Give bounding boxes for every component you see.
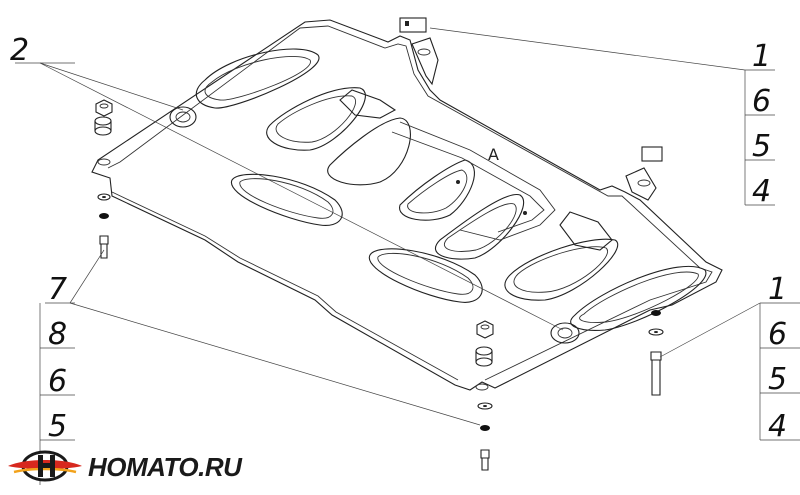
washer-icon xyxy=(648,328,664,336)
callout-top-right-3: 4 xyxy=(752,174,771,209)
washer-icon xyxy=(94,116,112,136)
callout-top-right-0: 1 xyxy=(752,39,771,74)
callout-bottom-right-3: 4 xyxy=(768,409,787,444)
washer-icon xyxy=(97,193,111,201)
callout-bottom-left-0: 7 xyxy=(48,272,67,307)
callout-bottom-left-1: 8 xyxy=(48,317,67,352)
nut-icon xyxy=(95,99,113,117)
plate-marking: A xyxy=(488,145,499,164)
callout-bottom-right-2: 5 xyxy=(768,362,787,397)
plate-slots xyxy=(195,48,707,331)
leader-lines xyxy=(15,27,800,485)
bolt-icon xyxy=(480,449,490,471)
center-fastener-stack xyxy=(475,320,494,471)
callout-top-right-2: 5 xyxy=(752,129,771,164)
logo-text: HOMATO.RU xyxy=(88,452,242,482)
washer-icon xyxy=(480,425,490,431)
left-fastener-stack xyxy=(94,99,113,259)
washer-icon xyxy=(651,310,661,316)
bracket-icon xyxy=(625,146,663,201)
callout-bottom-left-2: 6 xyxy=(48,364,67,399)
bolt-icon xyxy=(650,351,662,396)
nut-icon xyxy=(476,320,494,339)
washer-icon xyxy=(477,402,493,410)
logo-emblem-icon xyxy=(8,450,82,482)
callout-bottom-right-0: 1 xyxy=(768,272,787,307)
bolt-icon xyxy=(99,235,109,259)
washer-icon xyxy=(99,213,109,219)
callout-2: 2 xyxy=(10,33,29,68)
callout-bottom-left-3: 5 xyxy=(48,409,67,444)
callout-top-right-1: 6 xyxy=(752,84,771,119)
callout-bottom-right-1: 6 xyxy=(768,317,787,352)
skid-plate-drawing: A xyxy=(91,19,723,391)
washer-icon xyxy=(475,346,493,367)
bracket-icon xyxy=(399,17,439,86)
right-fastener-stack xyxy=(648,310,664,396)
